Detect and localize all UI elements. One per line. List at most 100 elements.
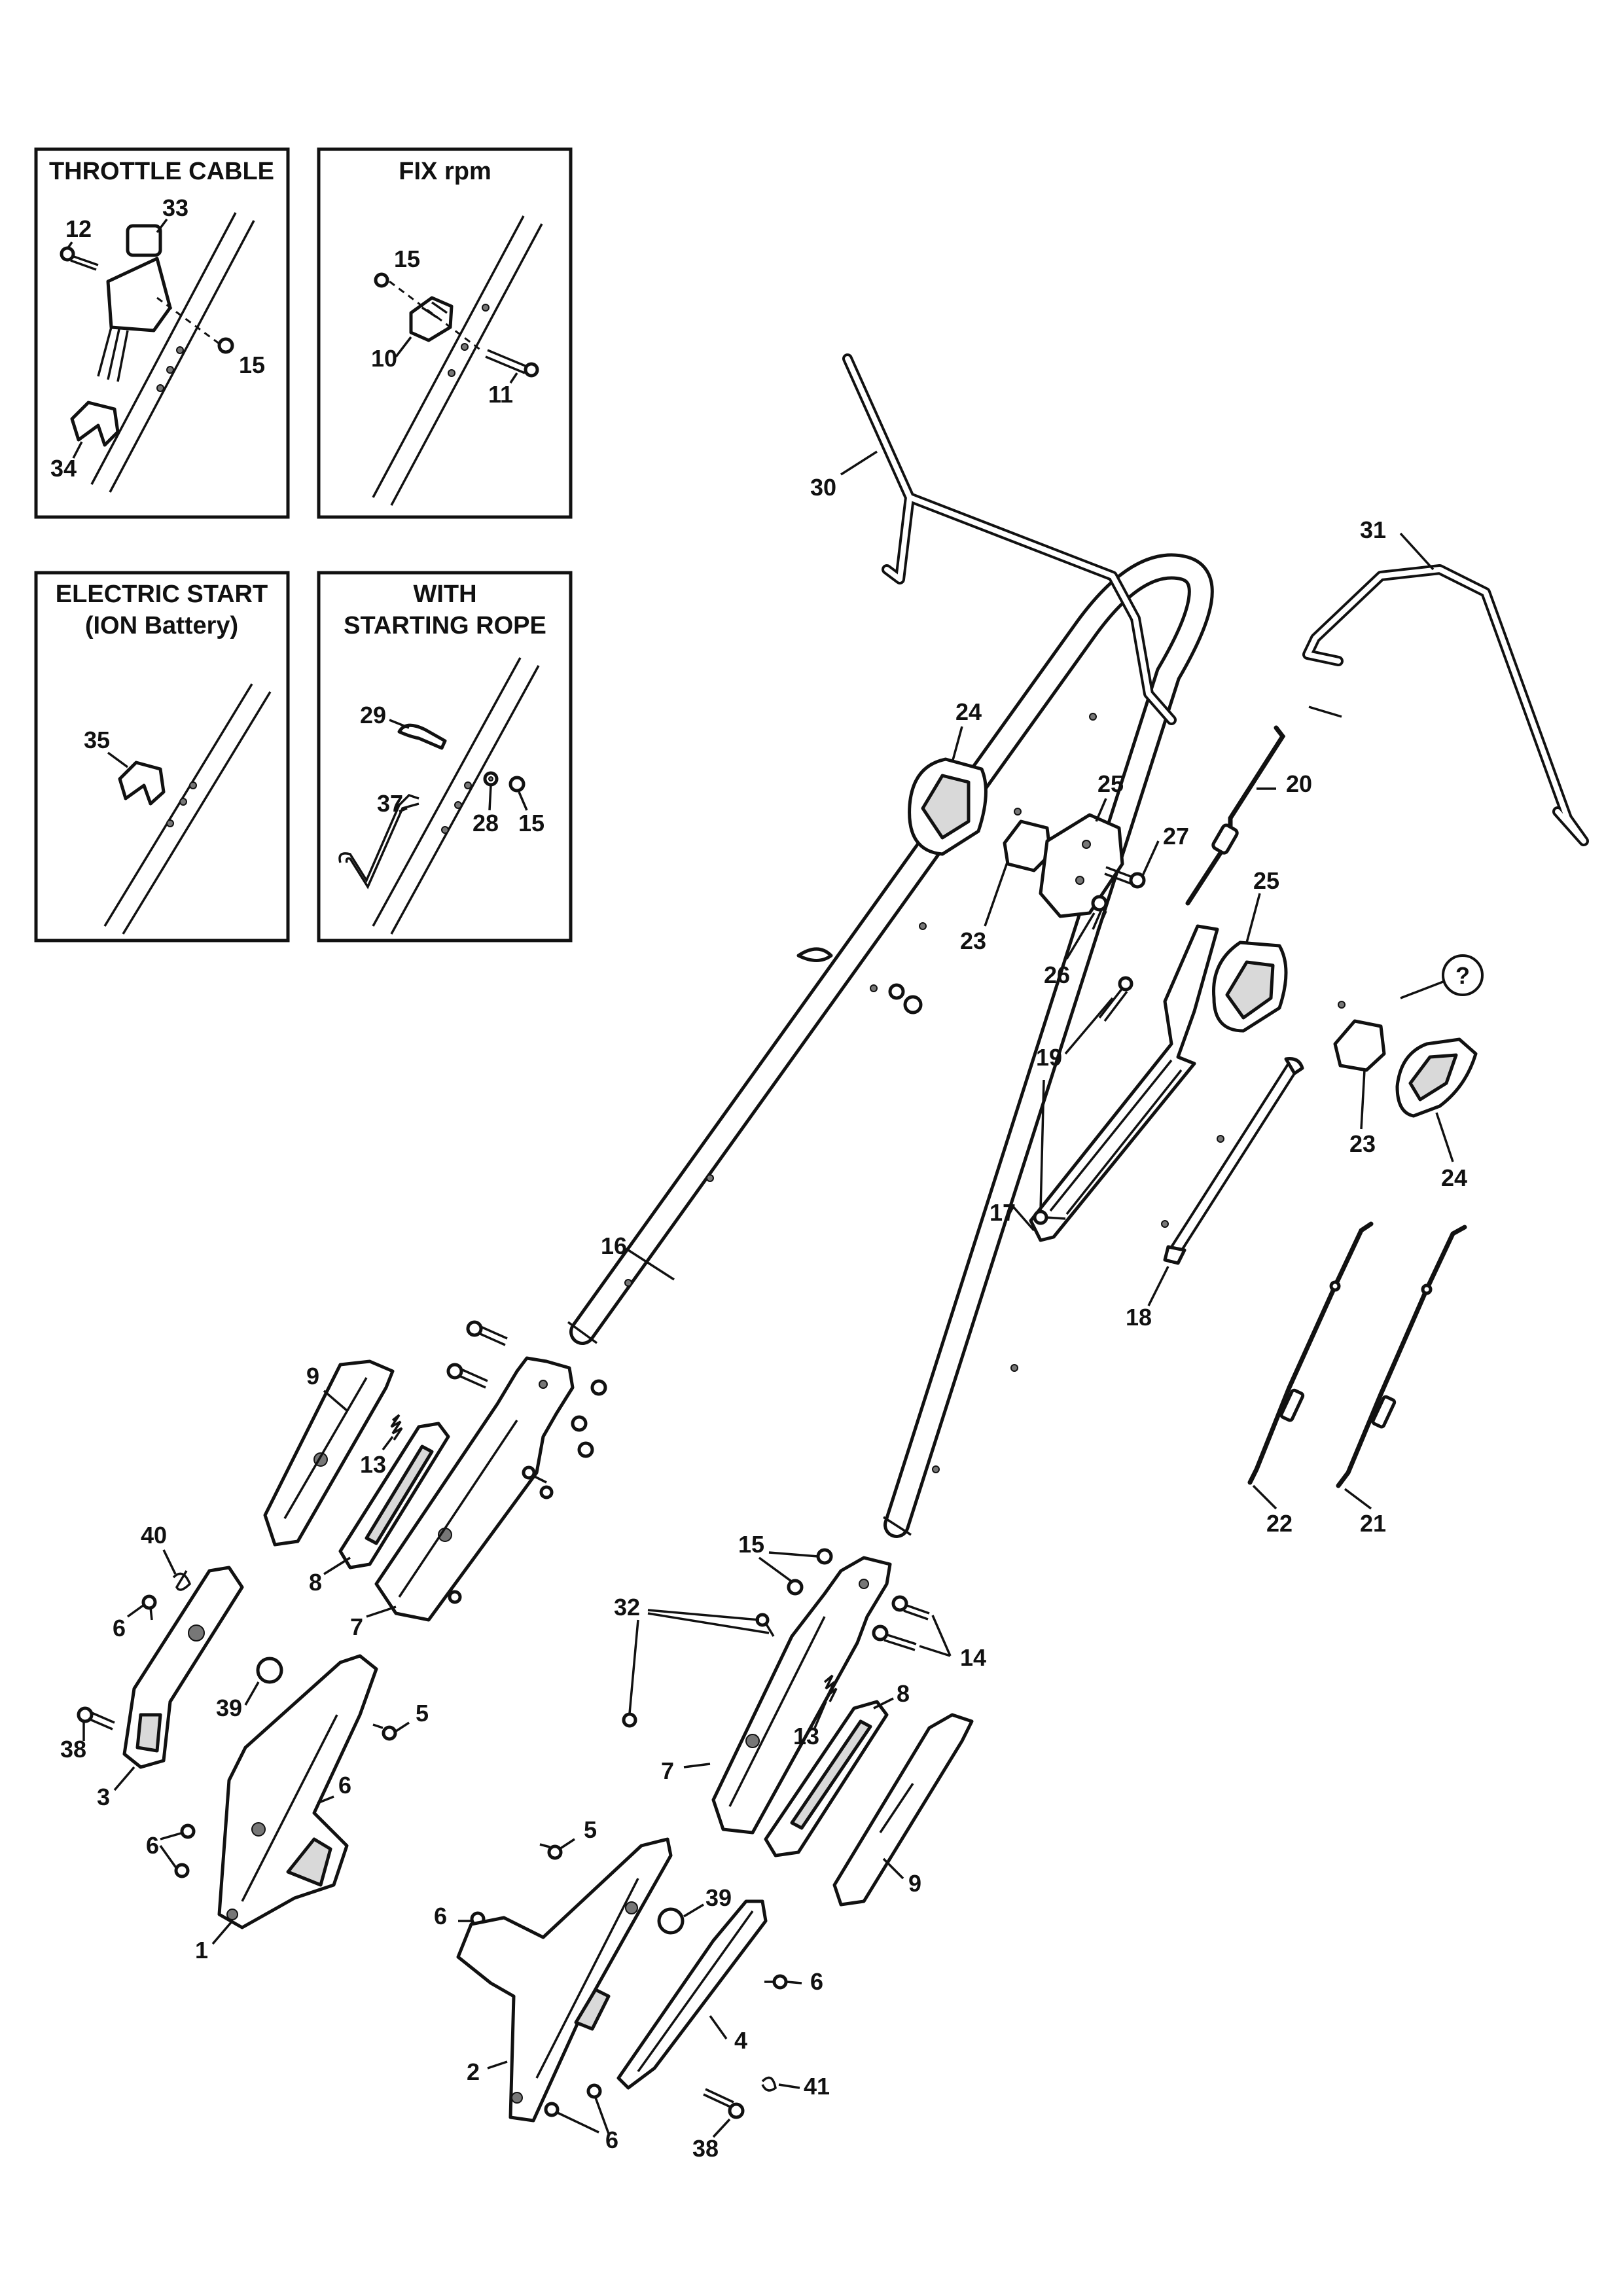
callout-8-left: 8 [309, 1569, 322, 1596]
lever-rail-17 [1029, 924, 1219, 1242]
cover-9-left [263, 1359, 395, 1547]
inset-starting-rope: WITH STARTING ROPE 29 37 28 15 [317, 571, 573, 942]
screws-32 [622, 1613, 775, 1728]
bail-bar-31 [1302, 564, 1589, 846]
inset-fix-rpm: FIX rpm 15 10 11 [317, 147, 573, 519]
callout-12: 12 [65, 215, 92, 242]
callout-30: 30 [810, 474, 836, 501]
rod-18 [1163, 1057, 1304, 1265]
grip-pad-25 [1212, 941, 1288, 1033]
screw-5-left [372, 1723, 397, 1741]
cover-9-right [832, 1713, 974, 1907]
nut-icon [217, 337, 234, 354]
callout-13-left: 13 [360, 1451, 386, 1478]
callout-25-top: 25 [1097, 770, 1124, 797]
screw-6-c [174, 1823, 196, 1878]
callout-39-right: 39 [705, 1884, 732, 1911]
callout-15-right: 15 [738, 1531, 764, 1558]
callout-21: 21 [1360, 1510, 1386, 1537]
cable-clip-icon [70, 401, 120, 447]
callout-37: 37 [377, 790, 403, 817]
callout-7-right: 7 [661, 1757, 674, 1784]
callout-6-right-mid: 6 [810, 1968, 823, 1995]
rope-rod-icon [338, 793, 419, 883]
callout-6-right-top: 6 [434, 1903, 447, 1929]
inset-electric-start: ELECTRIC START (ION Battery) 35 [34, 571, 290, 942]
callout-20: 20 [1286, 770, 1312, 797]
lower-arm-3 [122, 1566, 244, 1769]
screw-27 [1104, 866, 1146, 889]
callout-22: 22 [1266, 1510, 1293, 1537]
clip-40 [172, 1570, 192, 1591]
inset-subtitle: (ION Battery) [85, 612, 238, 639]
screw-5-right [539, 1843, 563, 1860]
bracket-7-right [711, 1556, 892, 1835]
grip-pad-24-right [1395, 1037, 1478, 1118]
unknown-part-marker: ? [1442, 954, 1484, 996]
cable-21 [1336, 1225, 1467, 1488]
bail-bar-30 [842, 353, 1177, 725]
callout-1: 1 [195, 1937, 208, 1964]
callout-8-right: 8 [897, 1680, 910, 1707]
clip-41 [761, 2076, 777, 2092]
slider-8-left [338, 1422, 450, 1570]
callout-2: 2 [467, 2058, 480, 2085]
callout-26: 26 [1044, 961, 1070, 988]
callout-32: 32 [614, 1594, 640, 1621]
callout-27: 27 [1163, 823, 1189, 850]
lower-arm-4 [616, 1899, 768, 2090]
clamp-23-right [1333, 1019, 1386, 1072]
callout-24-top: 24 [955, 698, 982, 725]
callout-6-b: 6 [338, 1772, 351, 1799]
washer-39-left [256, 1657, 283, 1684]
washer-39-right [657, 1907, 685, 1935]
callout-15: 15 [518, 810, 544, 836]
callout-3: 3 [97, 1784, 110, 1810]
callout-14: 14 [960, 1644, 986, 1671]
callout-41: 41 [804, 2073, 830, 2100]
callout-24-right: 24 [1441, 1164, 1467, 1191]
callout-23-right: 23 [1349, 1130, 1376, 1157]
main-handle [567, 553, 1346, 1538]
callout-31: 31 [1360, 516, 1386, 543]
screw-19-b [1033, 1210, 1066, 1225]
inset-subtitle: STARTING ROPE [344, 612, 546, 639]
inset-title: WITH [413, 581, 476, 608]
screw-icon [60, 246, 99, 271]
callout-15: 15 [239, 351, 265, 378]
callout-34: 34 [50, 455, 77, 482]
screw-19-a [1098, 976, 1133, 1022]
callout-11: 11 [488, 381, 513, 408]
callout-28: 28 [473, 810, 499, 836]
throttle-lever-icon [97, 224, 172, 382]
spring-13-left [390, 1414, 403, 1441]
screws-6-right-bottom [544, 2083, 602, 2117]
callout-7-left: 7 [350, 1613, 363, 1640]
inset-throttle-cable: THROTTLE CABLE 12 33 15 34 [34, 147, 290, 519]
callout-25-right: 25 [1253, 867, 1279, 894]
callout-38-right: 38 [692, 2135, 719, 2162]
callout-23-top: 23 [960, 927, 986, 954]
callout-9-left: 9 [306, 1363, 319, 1390]
cable-clip-icon [118, 761, 166, 806]
callout-6-c: 6 [146, 1832, 159, 1859]
callout-19: 19 [1036, 1044, 1062, 1071]
slider-8-right [764, 1700, 889, 1857]
callout-unknown: ? [1455, 962, 1470, 989]
bolt-pair-left [446, 1320, 607, 1604]
nut-icon [508, 776, 526, 793]
callout-17: 17 [990, 1199, 1016, 1226]
callout-5-right: 5 [584, 1816, 597, 1843]
bolt-38-right [703, 2088, 745, 2119]
callout-18: 18 [1126, 1304, 1152, 1331]
inset-title: THROTTLE CABLE [49, 158, 274, 185]
bolts-14 [872, 1595, 930, 1651]
spring-13-right [823, 1674, 838, 1702]
nut-icon [374, 272, 389, 288]
callout-5-left: 5 [416, 1700, 429, 1727]
callout-29: 29 [360, 702, 386, 728]
callout-15: 15 [394, 245, 420, 272]
callout-38-left: 38 [60, 1736, 86, 1763]
rope-guide-icon [397, 723, 447, 750]
